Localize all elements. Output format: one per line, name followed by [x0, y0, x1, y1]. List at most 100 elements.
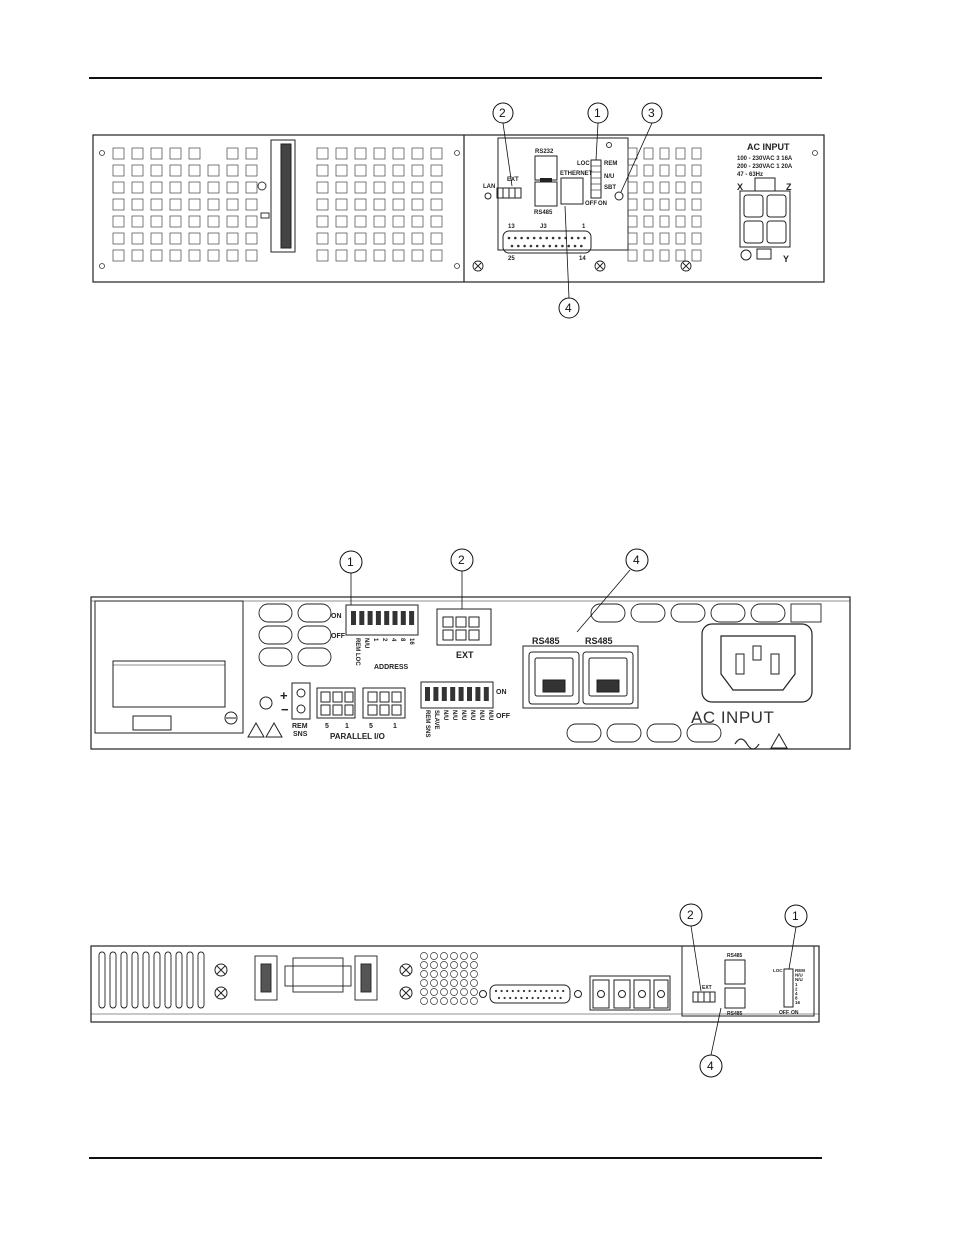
- rs485-label: RS485: [534, 210, 553, 216]
- config-dip-switch: [420, 681, 494, 709]
- lan-led: [484, 192, 492, 200]
- ground-symbol: [740, 249, 752, 261]
- comms-subpanel: [681, 945, 815, 1017]
- warning-symbol-1: [247, 721, 265, 738]
- j3-pin14-label: 14: [579, 256, 586, 262]
- switch-sbt-label: SBT: [604, 185, 616, 191]
- config-bit-label: N/U: [451, 710, 457, 720]
- config-bit-label: N/U: [442, 710, 448, 720]
- rs485-left-label: RS485: [532, 636, 560, 646]
- vent-grid-right: [627, 147, 702, 262]
- db25-connector: [489, 984, 571, 1004]
- rs485-right-label: RS485: [585, 636, 613, 646]
- address-bit-label: N/U: [363, 638, 369, 648]
- chassis-outline: [92, 134, 825, 283]
- fan-bracket: [112, 660, 226, 708]
- ac-lock-tab: [756, 248, 772, 260]
- ac-terminals: [743, 194, 787, 244]
- parallel-pin1-a: 1: [345, 723, 349, 730]
- callout-4: 4: [558, 205, 580, 319]
- switch-loc-label: LOC: [577, 161, 590, 167]
- dip-switch-segments: [591, 165, 601, 191]
- switch-label: N/U: [795, 977, 803, 982]
- rs485-top-label: RS485: [727, 953, 743, 959]
- ext-connector: [436, 608, 492, 646]
- callout-4: 4: [699, 1007, 723, 1078]
- j3-pin1-label: 1: [582, 224, 586, 230]
- rs485-port: [534, 181, 558, 207]
- sns-label: SNS: [293, 731, 308, 738]
- ac-input-spec-3: 47 - 63Hz: [737, 172, 763, 178]
- j3-connector: [502, 230, 592, 254]
- svg-text:2: 2: [458, 553, 465, 567]
- parallel-io-label: PARALLEL I/O: [330, 732, 385, 741]
- led-hole: [259, 696, 273, 710]
- parallel-io-connectors: [316, 687, 406, 719]
- callout-1: 1: [587, 102, 609, 161]
- j3-pin13-label: 13: [508, 224, 515, 230]
- fan-module: [94, 600, 244, 734]
- rs485-port-right: [582, 651, 634, 705]
- rem-sns-connector: [291, 682, 311, 720]
- switch-label: 16: [795, 1000, 801, 1005]
- j3-pin25-label: 25: [508, 256, 515, 262]
- vent-slots-left: [258, 603, 332, 667]
- rs485-port-bottom: [724, 987, 746, 1009]
- chassis-outline: [90, 945, 820, 1023]
- parallel-pin1-b: 1: [393, 723, 397, 730]
- switch-nu-label: N/U: [604, 174, 614, 180]
- rs485-port-block: [522, 645, 639, 709]
- address-bit-label: 2: [381, 638, 387, 642]
- fan-screw: [224, 711, 238, 725]
- ethernet-label: ETHERNET: [560, 171, 593, 177]
- indicator-hole: [257, 181, 267, 191]
- switch-label: REM: [795, 968, 805, 973]
- callout-4: 4: [576, 548, 649, 633]
- address-bit-label: 8: [399, 638, 405, 642]
- callout-2: 2: [492, 102, 514, 187]
- vent-grid-left: [112, 147, 443, 262]
- minus-sign: −: [281, 702, 289, 717]
- screw-holes: [99, 150, 818, 269]
- config-dip-keys: [425, 687, 489, 701]
- switch-label: 4: [795, 991, 798, 996]
- switch-off-label: OFF: [779, 1010, 789, 1016]
- footer-rule: [89, 1157, 822, 1159]
- dip-switch-block: [783, 968, 794, 1008]
- ac-input-spec-2: 200 - 230VAC 1 20A: [737, 164, 793, 170]
- heatsink-fins: [98, 951, 205, 1009]
- vent-slots-right: [566, 603, 822, 743]
- rs485-port-left: [528, 651, 580, 705]
- config-bit-label: N/U: [469, 710, 475, 720]
- config-bit-label: N/U: [460, 710, 466, 720]
- svg-text:2: 2: [687, 908, 694, 922]
- ac-inlet-socket: [720, 635, 796, 691]
- ac-terminal-y-label: Y: [783, 254, 789, 264]
- config-bit-label: N/U: [478, 710, 484, 720]
- warning-symbol-right: [770, 732, 788, 749]
- ac-tilde-symbol: [734, 738, 760, 750]
- svg-text:1: 1: [594, 106, 601, 120]
- svg-text:4: 4: [565, 301, 572, 315]
- rs485-port-top: [724, 959, 746, 985]
- address-off-label: OFF: [331, 633, 346, 640]
- ext-label: EXT: [702, 985, 712, 991]
- ac-input-spec-1: 100 - 230VAC 3 16A: [737, 156, 793, 162]
- config-bit-label: SLAVE: [433, 710, 439, 730]
- rs485-bottom-label: RS485: [727, 1011, 743, 1017]
- output-terminal-block: [589, 975, 671, 1011]
- svg-text:1: 1: [792, 909, 799, 923]
- config-bit-label: N/U: [487, 710, 493, 720]
- config-on-label: ON: [496, 689, 507, 696]
- bottom-screws: [472, 260, 692, 272]
- comms-subpanel: [497, 137, 629, 251]
- small-slot: [260, 212, 270, 219]
- ac-inlet-frame: [701, 623, 813, 703]
- j3-label: J3: [540, 224, 547, 230]
- address-bit-label: 16: [408, 638, 414, 645]
- svg-text:1: 1: [347, 555, 354, 569]
- warning-symbol-2: [265, 721, 283, 738]
